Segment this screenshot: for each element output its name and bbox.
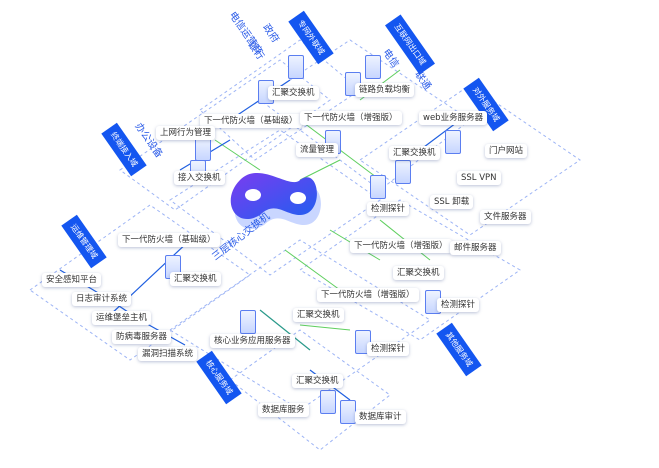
zone-other — [299, 199, 521, 341]
node-label: 汇聚交换机 — [268, 86, 319, 100]
node-label: 检测探针 — [367, 202, 410, 216]
node-label: 汇聚交换机 — [393, 266, 444, 280]
node-label: 检测探针 — [437, 298, 480, 312]
zone-ops — [29, 204, 251, 361]
node-label: 下一代防火墙（增强版） — [300, 111, 402, 125]
probe-icon — [370, 175, 386, 199]
node-label: 接入交换机 — [174, 171, 225, 185]
zone-external — [359, 84, 581, 236]
node-label: 汇聚交换机 — [389, 146, 440, 160]
node-label: 下一代防火墙（基础级） — [118, 233, 220, 247]
node-label: SSL VPN — [457, 171, 501, 185]
node-label: 下一代防火墙（增强版） — [350, 239, 452, 253]
node-label: 下一代防火墙（增强版） — [317, 288, 419, 302]
node-label: 门户网站 — [485, 144, 528, 158]
node-label: 汇聚交换机 — [293, 308, 344, 322]
ac-icon — [195, 137, 211, 161]
node-label: 上网行为管理 — [156, 126, 216, 140]
node-label: 检测探针 — [367, 342, 410, 356]
node-label: 汇聚交换机 — [292, 374, 343, 388]
node-label: 文件服务器 — [480, 210, 531, 224]
server-icon — [288, 55, 304, 79]
node-label: web业务服务器 — [419, 111, 488, 125]
switch-icon — [395, 160, 411, 184]
node-label: SSL 卸载 — [430, 195, 474, 209]
node-label: 防病毒服务器 — [112, 330, 172, 344]
node-label: 数据库审计 — [355, 410, 406, 424]
node-label: 流量管理 — [296, 143, 339, 157]
server-icon — [445, 130, 461, 154]
core-switch-logo — [230, 172, 317, 220]
node-label: 漏洞扫描系统 — [138, 347, 198, 361]
node-label: 日志审计系统 — [72, 292, 132, 306]
switch-icon — [320, 390, 336, 414]
node-label: 下一代防火墙（基础级） — [200, 114, 302, 128]
zone-terminal — [119, 59, 331, 211]
node-label: 数据库服务 — [258, 403, 309, 417]
server-icon — [240, 310, 256, 334]
node-label: 运维堡垒主机 — [92, 311, 152, 325]
node-label: 核心业务应用服务器 — [210, 334, 295, 348]
router-icon — [365, 55, 381, 79]
node-label: 邮件服务器 — [450, 241, 501, 255]
audit-icon — [340, 400, 356, 424]
node-label: 链路负载均衡 — [355, 83, 415, 97]
node-label: 安全感知平台 — [42, 273, 102, 287]
node-label: 汇聚交换机 — [170, 272, 221, 286]
